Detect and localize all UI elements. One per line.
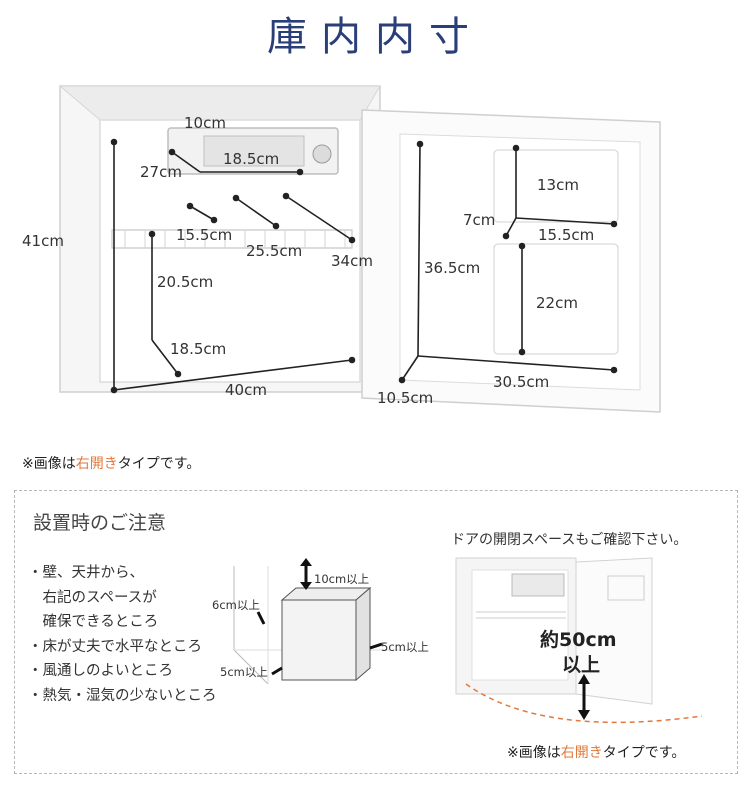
fridge-interior-illustration	[58, 85, 661, 413]
door-upper-pocket	[493, 149, 619, 223]
door-space-size: 約50cm	[540, 629, 617, 651]
installation-bullet-list: ・壁、天井から、 右記のスペースが 確保できるところ ・床が丈夫で水平なところ …	[28, 561, 217, 709]
wire-shelf	[111, 229, 353, 249]
thermostat-dial	[312, 144, 332, 164]
dim-door-bottom-depth: 10.5cm	[377, 389, 434, 407]
dim-freezer-width: 10cm	[184, 114, 226, 132]
list-item: ・壁、天井から、	[28, 565, 144, 581]
orientation-note-top: ※画像は右開きタイプです。	[22, 456, 201, 472]
dim-door-upper-depth: 7cm	[463, 211, 496, 229]
list-item: ・床が丈夫で水平なところ	[28, 638, 202, 655]
door-space-size-suffix: 以上	[562, 654, 601, 676]
clearance-diagram	[233, 558, 410, 685]
freezer-opening	[203, 135, 305, 167]
list-item: 右記のスペースが	[28, 589, 157, 606]
page-title: 庫内内寸	[267, 14, 483, 60]
list-item: 確保できるところ	[28, 614, 159, 631]
clearance-side-left: 6cm以上	[212, 598, 260, 612]
dim-door-upper-width: 15.5cm	[538, 226, 595, 244]
dim-shelf-depth: 34cm	[331, 252, 373, 270]
fridge-box-front	[281, 599, 357, 681]
fridge-box-top	[280, 587, 372, 601]
door-opening-illustration	[455, 557, 703, 724]
dim-freezer-inner: 18.5cm	[223, 150, 280, 168]
dim-door-height: 36.5cm	[424, 259, 481, 277]
installation-heading: 設置時のご注意	[33, 512, 167, 534]
dim-door-upper-height: 13cm	[537, 176, 579, 194]
installation-panel	[14, 490, 738, 774]
clearance-top: 10cm以上	[314, 572, 370, 586]
dim-lower-depth: 18.5cm	[170, 340, 227, 358]
dim-lower-height: 20.5cm	[157, 273, 214, 291]
door-lower-pocket	[493, 243, 619, 355]
dim-shelf-1: 15.5cm	[176, 226, 233, 244]
dim-door-lower-height: 22cm	[536, 294, 578, 312]
orientation-note-bottom: ※画像は右開きタイプです。	[507, 745, 686, 761]
clearance-back: 5cm以上	[220, 665, 268, 679]
dim-bottom-width: 40cm	[225, 381, 267, 399]
clearance-side-right: 5cm以上	[381, 640, 429, 654]
dim-total-height: 41cm	[22, 232, 64, 250]
dim-freezer-depth: 27cm	[140, 163, 182, 181]
mini-fridge-door	[575, 557, 653, 705]
fridge-box-side	[355, 586, 371, 682]
door-space-caption: ドアの開閉スペースもご確認下さい。	[451, 532, 688, 548]
door-inner-panel	[399, 133, 641, 391]
list-item: ・熱気・湿気の少ないところ	[28, 687, 217, 704]
dim-shelf-2: 25.5cm	[246, 242, 303, 260]
list-item: ・風通しのよいところ	[28, 663, 173, 680]
dim-door-bottom-width: 30.5cm	[493, 373, 550, 391]
